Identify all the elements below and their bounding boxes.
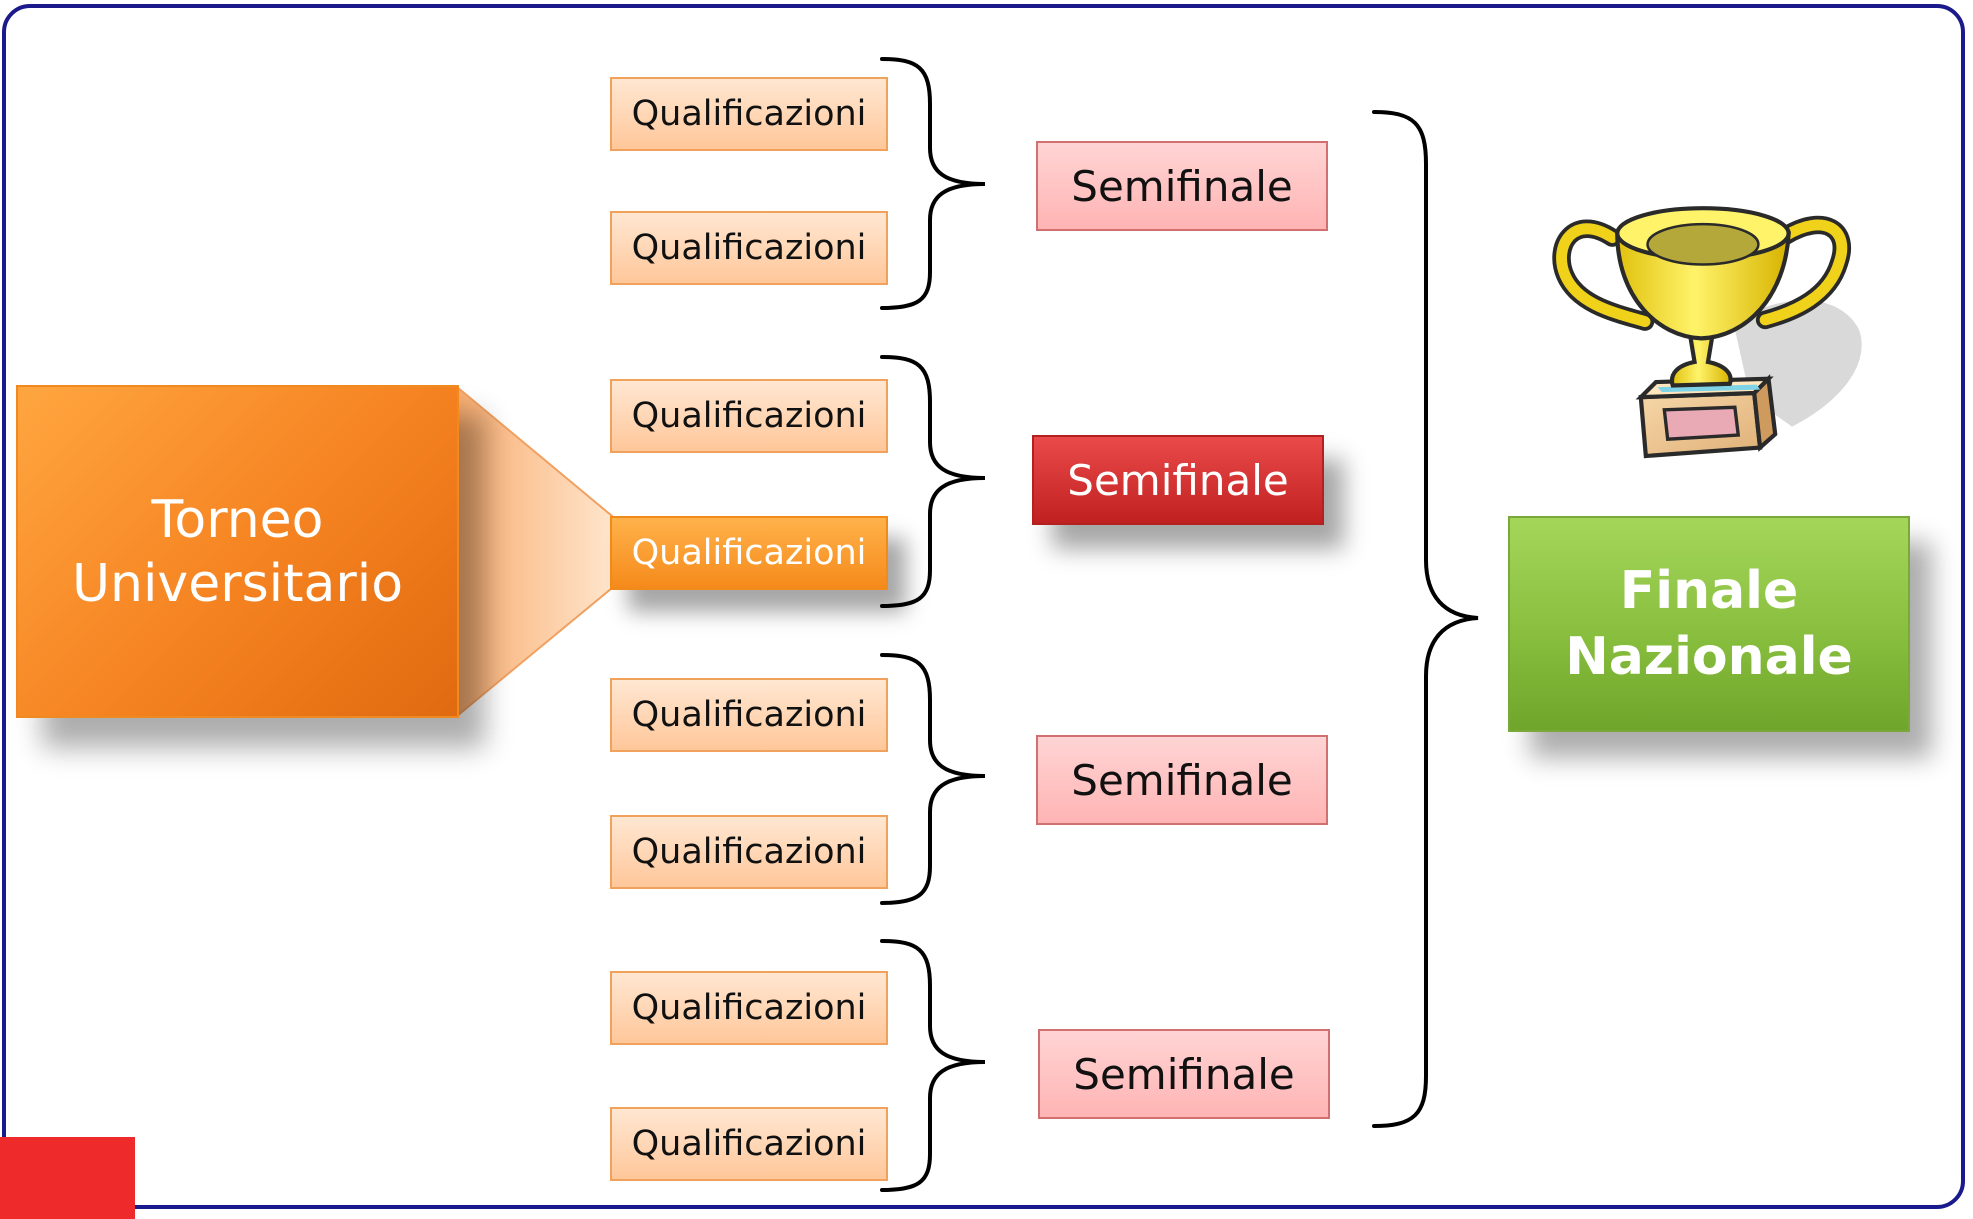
qualificazioni-box: Qualificazioni xyxy=(610,815,888,889)
semifinale-box: Semifinale xyxy=(1036,141,1328,231)
finale-line-2: Nazionale xyxy=(1565,627,1853,687)
semifinale-box: Semifinale xyxy=(1036,735,1328,825)
finale-nazionale-box: Finale Nazionale xyxy=(1508,516,1910,732)
qualificazioni-box: Qualificazioni xyxy=(610,211,888,285)
torneo-line-2: Universitario xyxy=(71,553,404,614)
torneo-line-1: Torneo xyxy=(151,489,324,550)
torneo-universitario-box: Torneo Universitario xyxy=(16,385,459,718)
qualificazioni-box: Qualificazioni xyxy=(610,1107,888,1181)
finale-line-1: Finale xyxy=(1619,561,1799,621)
qualificazioni-box: Qualificazioni xyxy=(610,678,888,752)
qualificazioni-box: Qualificazioni xyxy=(610,77,888,151)
qualificazioni-box: Qualificazioni xyxy=(610,379,888,453)
qualificazioni-box: Qualificazioni xyxy=(610,971,888,1045)
semifinale-box: Semifinale xyxy=(1038,1029,1330,1119)
trophy-icon xyxy=(1552,206,1862,459)
qualificazioni-box-highlighted: Qualificazioni xyxy=(610,516,888,590)
corner-accent-block xyxy=(0,1137,135,1219)
semifinale-box-highlighted: Semifinale xyxy=(1032,435,1324,525)
